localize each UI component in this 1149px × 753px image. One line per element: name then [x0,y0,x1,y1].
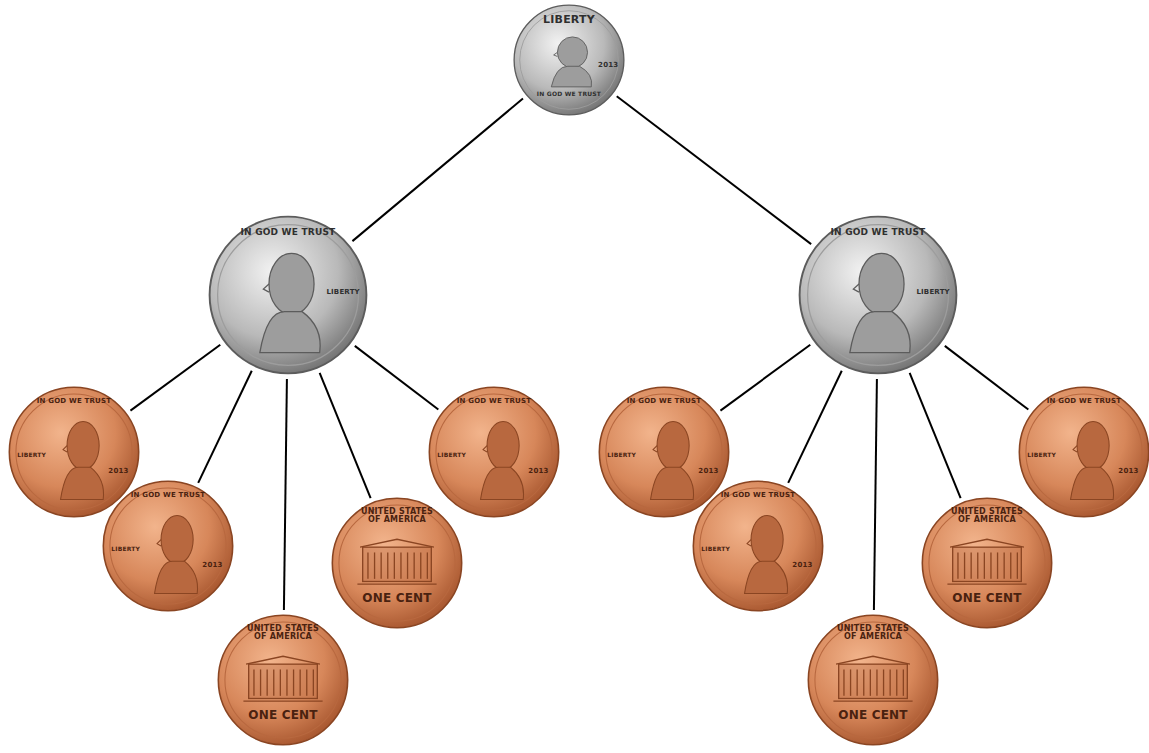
coin-inscription: IN GOD WE TRUST [830,228,926,238]
nickel-coin: IN GOD WE TRUST LIBERTY [798,215,958,375]
tree-branch [352,98,523,241]
coin-inscription: IN GOD WE TRUST [622,398,706,406]
coin-inscription: LIBERTY [701,546,730,553]
coin-inscription: 2013 [698,468,718,476]
coin-inscription: IN GOD WE TRUST [716,492,800,500]
penny-coin: UNITED STATES OF AMERICA ONE CENT [217,614,349,746]
nickel-coin: IN GOD WE TRUST LIBERTY [208,215,368,375]
coin-inscription: UNITED STATES OF AMERICA [357,508,436,526]
coin-inscription: 2013 [1118,468,1138,476]
coin-inscription: 2013 [108,468,128,476]
penny-coin: IN GOD WE TRUST LIBERTY 2013 [8,386,140,518]
coin-inscription: 2013 [202,562,222,570]
coin-inscription: LIBERTY [17,452,46,459]
coin-inscription: UNITED STATES OF AMERICA [833,625,912,643]
coin-inscription: ONE CENT [823,709,923,722]
tree-branch [720,345,810,411]
penny-coin: IN GOD WE TRUST LIBERTY 2013 [1018,386,1149,518]
penny-coin: IN GOD WE TRUST LIBERTY 2013 [598,386,730,518]
coin-inscription: 2013 [792,562,812,570]
coin-inscription: LIBERTY [607,452,636,459]
coin-inscription: IN GOD WE TRUST [452,398,536,406]
coin-inscription: ONE CENT [233,709,333,722]
coin-inscription: UNITED STATES OF AMERICA [947,508,1026,526]
coin-inscription: IN GOD WE TRUST [240,228,336,238]
tree-branch [355,346,439,410]
coin-inscription: 2013 [528,468,548,476]
penny-coin: IN GOD WE TRUST LIBERTY 2013 [102,480,234,612]
coin-inscription: 2013 [598,62,618,70]
coin-inscription: LIBERTY [437,452,466,459]
coin-inscription: ONE CENT [347,592,447,605]
tree-branch [320,373,371,498]
tree-branch [874,379,877,610]
coin-inscription: LIBERTY [111,546,140,553]
tree-branch [945,346,1029,410]
tree-branch [198,371,252,483]
coin-inscription: ONE CENT [937,592,1037,605]
coin-inscription: UNITED STATES OF AMERICA [243,625,322,643]
penny-coin: UNITED STATES OF AMERICA ONE CENT [331,497,463,629]
coin-inscription: IN GOD WE TRUST [32,398,116,406]
tree-branch [910,373,961,498]
coin-inscription: IN GOD WE TRUST [533,91,605,98]
penny-coin: IN GOD WE TRUST LIBERTY 2013 [428,386,560,518]
penny-coin: IN GOD WE TRUST LIBERTY 2013 [692,480,824,612]
tree-branch [130,345,220,411]
tree-branch [788,371,842,483]
coin-inscription: LIBERTY [326,289,360,297]
penny-coin: UNITED STATES OF AMERICA ONE CENT [921,497,1053,629]
dime-coin: LIBERTY IN GOD WE TRUST 2013 [513,4,625,116]
coin-inscription: LIBERTY [916,289,950,297]
tree-branch [617,96,811,244]
penny-coin: UNITED STATES OF AMERICA ONE CENT [807,614,939,746]
coin-inscription: IN GOD WE TRUST [1042,398,1126,406]
coin-inscription: LIBERTY [1027,452,1056,459]
coin-inscription: IN GOD WE TRUST [126,492,210,500]
coin-inscription: LIBERTY [533,14,605,26]
tree-branch [284,379,287,610]
